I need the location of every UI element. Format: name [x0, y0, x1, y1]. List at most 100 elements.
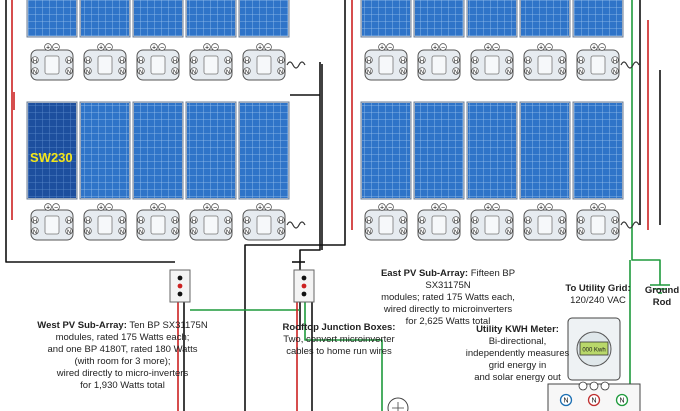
east-top-microinverter-2-dc-terminal-0	[484, 43, 492, 51]
east-top-microinverter-1-label-plate	[431, 55, 447, 75]
east-line-0: Fifteen BP SX31175N	[425, 268, 516, 291]
east-top-microinverter-0-ac-terminal-3	[399, 67, 407, 75]
west-bottom-microinverter-4-ac-terminal-0	[243, 216, 251, 224]
west-bottom-microinverter-1-ac-letter-2: H	[120, 218, 124, 224]
meter-terminal-letter-0: N	[563, 398, 568, 405]
east-top-microinverter-4-ac-letter-0: H	[579, 58, 583, 64]
west-top-module-2	[134, 0, 182, 36]
east-bottom-microinverter-0-dc-terminal-1	[386, 203, 394, 211]
east-top-microinverter-2-ac-terminal-0	[471, 56, 479, 64]
west-bottom-microinverter-0-ac-terminal-0	[31, 216, 39, 224]
east-bottom-microinverter-0-dc-sign-0: +	[380, 205, 384, 212]
east-junction-box-terminal-1	[301, 283, 307, 289]
west-bottom-microinverter-3-ac-terminal-3	[224, 227, 232, 235]
east-bottom-microinverter-2-dc-sign-0: +	[486, 205, 490, 212]
east-bottom-microinverter-0-dc-terminal-0	[378, 203, 386, 211]
ground-home-run	[304, 300, 383, 411]
east-bottom-microinverter-3-ac-terminal-1	[524, 227, 532, 235]
east-bottom-microinverter-1-ac-terminal-3	[452, 227, 460, 235]
west-bottom-microinverter-2-ac-letter-1: N	[139, 229, 143, 235]
west-bottom-microinverter-3-dc-terminal-1	[211, 203, 219, 211]
west-top-microinverter-2-ac-terminal-0	[137, 56, 145, 64]
west-top-microinverter-4-dc-sign-1: −	[266, 45, 270, 52]
west-bottom-microinverter-3-ac-letter-3: N	[226, 229, 230, 235]
west-bottom-microinverter-0-dc-terminal-0	[44, 203, 52, 211]
east-bottom-microinverter-4-dc-sign-1: −	[600, 205, 604, 212]
west-bottom-module-3	[187, 103, 235, 198]
meter-line-2: grid energy in	[488, 360, 547, 371]
east-bottom-microinverter-2-ac-terminal-0	[471, 216, 479, 224]
east-top-microinverter-end-coil	[620, 61, 640, 69]
west-bottom-microinverter-1-ac-terminal-0	[84, 216, 92, 224]
east-top-microinverter-1-ac-letter-3: N	[454, 69, 458, 75]
east-bottom-microinverter-3-ac-terminal-2	[558, 216, 566, 224]
east-bottom-microinverter-1-dc-sign-1: −	[441, 205, 445, 212]
east-top-module-1	[415, 0, 463, 36]
east-top-microinverter-4-ac-letter-3: N	[613, 69, 617, 75]
west-junction-box-terminal-2	[177, 291, 183, 297]
west-top-microinverter-1-ac-terminal-3	[118, 67, 126, 75]
east-bottom-microinverter-1-ac-letter-3: N	[454, 229, 458, 235]
east-top-microinverter-2-ac-letter-3: N	[507, 69, 511, 75]
west-subarray-title: West PV Sub-Array:	[37, 320, 127, 331]
west-bottom-microinverter-1-label-plate	[97, 215, 113, 235]
east-top-microinverter-3-ac-letter-3: N	[560, 69, 564, 75]
west-bottom-microinverter-4-ac-letter-1: N	[245, 229, 249, 235]
west-top-microinverter-3-dc-sign-1: −	[213, 45, 217, 52]
west-bottom-microinverter-end-coil	[286, 221, 306, 229]
microinverters-layer: +−HNHN+−HNHN+−HNHN+−HNHN+−HNHN+−HNHN+−HN…	[30, 43, 640, 241]
west-bottom-microinverter-0-dc-terminal-1	[52, 203, 60, 211]
west-bottom-microinverter-0-dc-sign-0: +	[46, 205, 50, 212]
west-top-microinverter-0-ac-terminal-1	[31, 67, 39, 75]
east-top-microinverter-3-ac-terminal-1	[524, 67, 532, 75]
west-bottom-microinverter-0-ac-terminal-1	[31, 227, 39, 235]
west-bottom-module-1	[81, 103, 129, 198]
west-top-microinverter-3-ac-terminal-1	[190, 67, 198, 75]
east-top-module-4	[574, 0, 622, 36]
west-bottom-microinverter-0-ac-terminal-2	[65, 216, 73, 224]
east-bottom-module-1	[415, 103, 463, 198]
west-bottom-microinverter-3-ac-letter-1: N	[192, 229, 196, 235]
east-line-1: modules; rated 175 Watts each,	[381, 292, 515, 303]
west-bottom-microinverter-2-ac-terminal-0	[137, 216, 145, 224]
west-top-microinverter-0-ac-terminal-2	[65, 56, 73, 64]
east-top-microinverter-4-dc-terminal-1	[598, 43, 606, 51]
west-top-microinverter-4-ac-letter-0: H	[245, 58, 249, 64]
west-top-module-0	[28, 0, 76, 36]
west-top-microinverter-0-ac-letter-0: H	[33, 58, 37, 64]
west-top-microinverter-2-ac-terminal-1	[137, 67, 145, 75]
west-top-microinverter-0-dc-terminal-0	[44, 43, 52, 51]
east-bottom-microinverter-0-ac-terminal-1	[365, 227, 373, 235]
west-bottom-module-4	[240, 103, 288, 198]
utility-grid-note: To Utility Grid: 120/240 VAC	[548, 283, 648, 307]
west-line-0: Ten BP SX31175N	[129, 320, 208, 331]
west-top-microinverter-4-ac-letter-1: N	[245, 69, 249, 75]
east-top-module-3	[521, 0, 569, 36]
east-top-microinverter-3-ac-terminal-2	[558, 56, 566, 64]
east-bottom-microinverter-1-label-plate	[431, 215, 447, 235]
west-bottom-microinverter-2-ac-letter-3: N	[173, 229, 177, 235]
east-bottom-microinverter-4-ac-terminal-0	[577, 216, 585, 224]
west-bottom-microinverter-4-ac-terminal-1	[243, 227, 251, 235]
east-bottom-microinverter-1-dc-terminal-0	[431, 203, 439, 211]
east-bottom-microinverter-2-dc-sign-1: −	[494, 205, 498, 212]
west-bottom-microinverter-2-ac-terminal-1	[137, 227, 145, 235]
west-top-microinverter-0-ac-letter-1: N	[33, 69, 37, 75]
east-top-microinverter-2-ac-letter-2: H	[507, 58, 511, 64]
west-top-microinverter-4-ac-letter-3: N	[279, 69, 283, 75]
west-bottom-microinverter-1-dc-sign-0: +	[99, 205, 103, 212]
east-top-microinverter-2-ac-letter-1: N	[473, 69, 477, 75]
west-top-microinverter-2-ac-letter-0: H	[139, 58, 143, 64]
east-subarray-title: East PV Sub-Array:	[380, 268, 469, 279]
meter-terminal-0	[559, 393, 573, 407]
east-bottom-module-3	[521, 103, 569, 198]
